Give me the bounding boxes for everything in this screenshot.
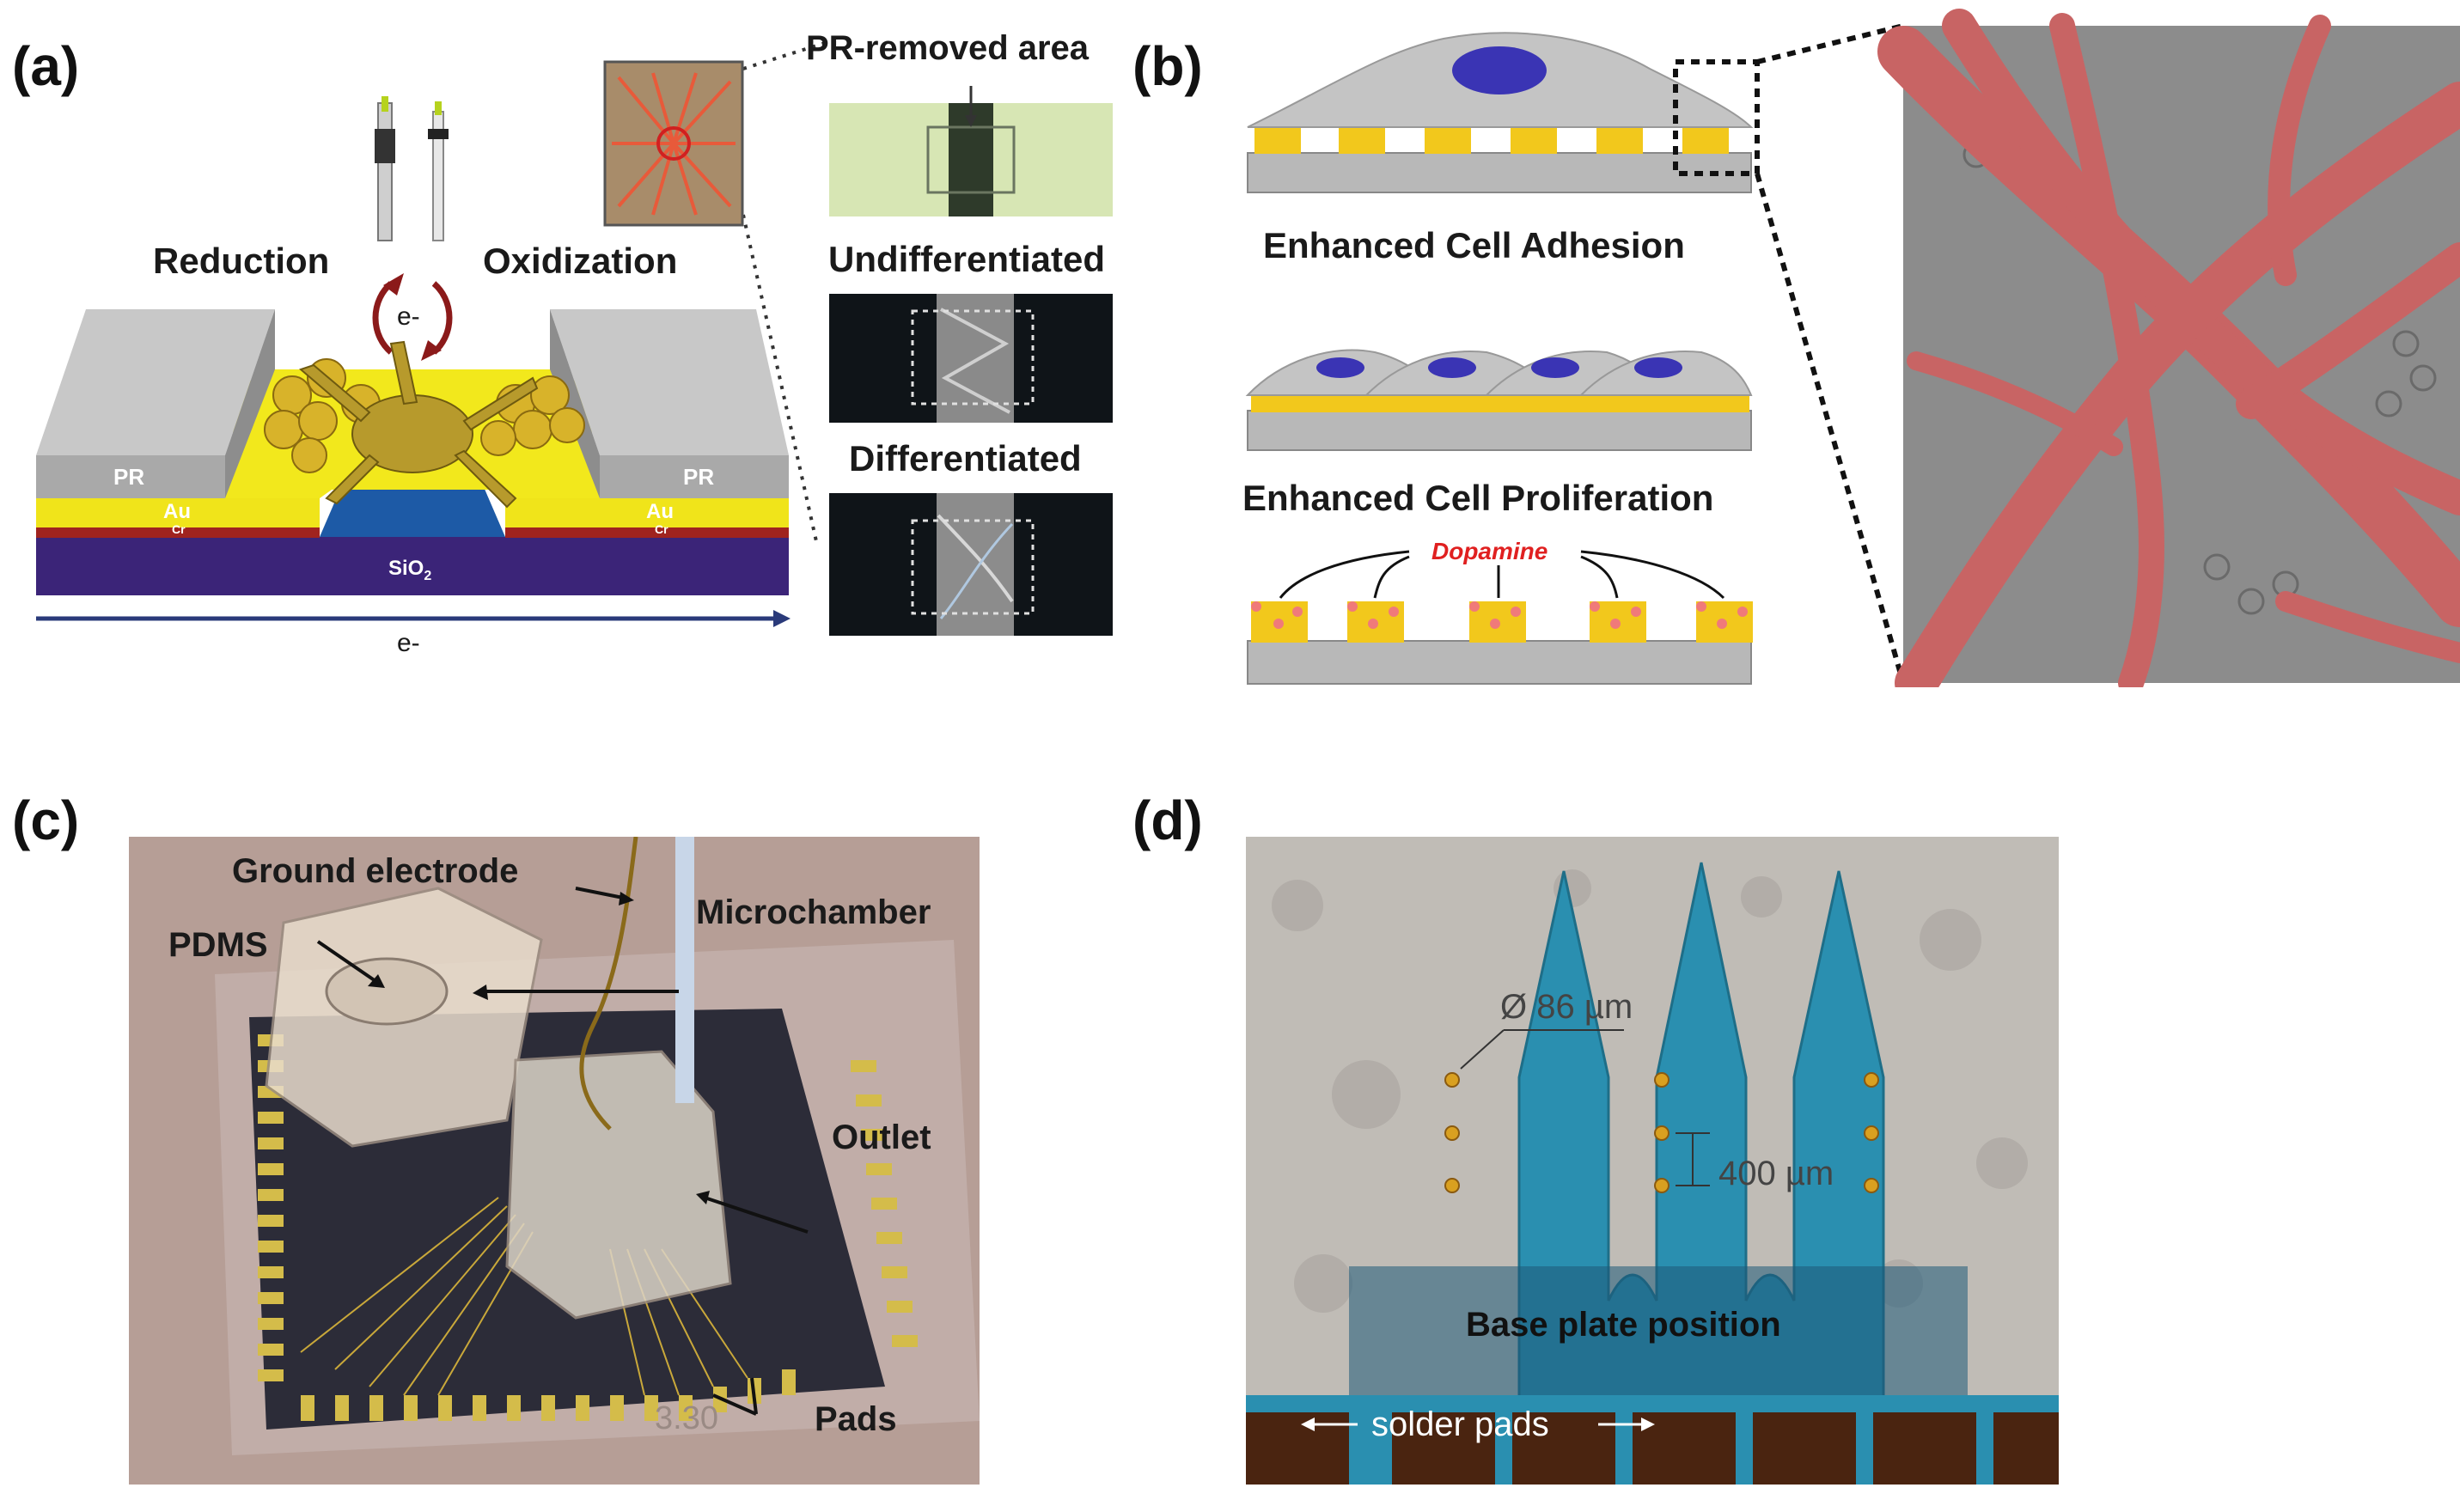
panel-label-c: (c) — [12, 790, 80, 851]
adhesion-substrate — [1247, 152, 1752, 193]
au-label-right: Au — [646, 500, 674, 523]
outlet-label: Outlet — [832, 1119, 931, 1156]
panel-label-d: (d) — [1132, 790, 1203, 851]
zoom-connector-bottom — [742, 214, 818, 542]
diameter-label: Ø 86 µm — [1500, 988, 1633, 1026]
undifferentiated-label: Undifferentiated — [828, 239, 1106, 279]
reduction-arrow — [372, 281, 394, 355]
sio2-layer — [36, 537, 789, 595]
glass-marking: 3.30 — [655, 1400, 718, 1436]
adhesion-nucleus — [1452, 46, 1547, 94]
sem-fibers — [1877, 9, 2460, 687]
ground-wire — [579, 837, 638, 1131]
cr-label-right: Cr — [655, 522, 668, 536]
au-layer-right — [505, 498, 789, 527]
contact-pads — [258, 1034, 918, 1421]
dopamine-arrows — [1279, 550, 1725, 600]
sio2-trench — [320, 481, 505, 537]
au-label-left: Au — [163, 500, 191, 523]
pr-removed-label: PR-removed area — [806, 29, 1090, 67]
panel-label-a: (a) — [12, 35, 80, 97]
pdms-label: PDMS — [168, 926, 268, 964]
cr-label-left: Cr — [172, 522, 186, 536]
adhesion-gold-posts — [1254, 125, 1729, 154]
pads-label: Pads — [815, 1400, 897, 1438]
zoom-connector-top — [742, 41, 826, 70]
panel-b-schematic — [1245, 9, 2460, 687]
enhanced-adhesion-label: Enhanced Cell Adhesion — [1263, 225, 1685, 265]
outlet-tube — [675, 837, 694, 1103]
adhesion-zoom-box — [1673, 59, 1760, 176]
microchamber-label: Microchamber — [696, 893, 931, 931]
dopamine-substrate — [1247, 640, 1752, 685]
sio2-text: SiO — [388, 557, 424, 580]
solder-pads-label: solder pads — [1371, 1405, 1549, 1443]
base-plate-overlay — [1349, 1266, 1968, 1395]
spacing-label: 400 µm — [1718, 1155, 1834, 1192]
panel-c-photo — [129, 837, 980, 1485]
pr-label-left: PR — [113, 464, 145, 490]
pr-label-right: PR — [683, 464, 715, 490]
sio2-label: SiO2 — [388, 557, 431, 584]
cr-layer-left — [36, 526, 320, 538]
electron-label-top: e- — [397, 302, 420, 331]
panel-label-b: (b) — [1132, 35, 1203, 97]
electrode-sites — [1444, 1072, 1879, 1193]
pr-block-left — [36, 455, 225, 498]
neuron-cell — [299, 340, 539, 509]
proliferation-substrate — [1247, 410, 1752, 451]
panel-a-schematic — [36, 41, 1113, 636]
annotation-arrows — [316, 887, 809, 1416]
panel-d-photo — [1246, 837, 2059, 1485]
oxidization-label: Oxidization — [483, 241, 678, 281]
microchamber — [325, 957, 449, 1026]
electrode-probes — [375, 96, 449, 241]
electron-label-bottom: e- — [397, 629, 420, 657]
pr-block-right — [600, 455, 789, 498]
differentiated-label: Differentiated — [849, 438, 1082, 479]
solder-pad-row — [1246, 1412, 2059, 1485]
dopamine-label: Dopamine — [1431, 538, 1548, 564]
sio2-subscript: 2 — [424, 568, 432, 583]
ground-electrode-label: Ground electrode — [232, 852, 519, 890]
oxidation-arrow — [431, 281, 453, 355]
dopamine-gold-posts — [1251, 601, 1753, 643]
cr-layer-right — [505, 526, 789, 538]
enhanced-proliferation-label: Enhanced Cell Proliferation — [1242, 478, 1714, 518]
base-plate-label: Base plate position — [1466, 1306, 1781, 1344]
outlet-block — [505, 1050, 732, 1320]
reduction-label: Reduction — [153, 241, 330, 281]
au-layer-left — [36, 498, 320, 527]
